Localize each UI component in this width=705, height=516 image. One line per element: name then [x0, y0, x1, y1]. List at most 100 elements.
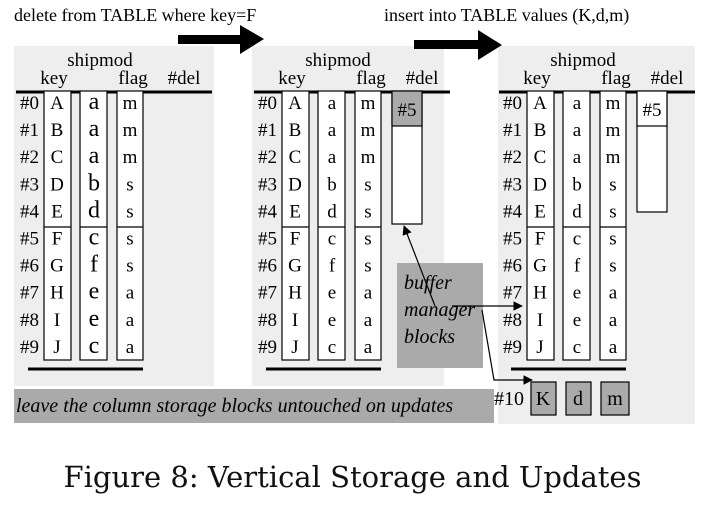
- cell-mid: a: [328, 93, 337, 114]
- row-id: #8: [503, 310, 522, 331]
- bottom-note-banner: [14, 389, 494, 423]
- row-id: #9: [20, 337, 39, 358]
- cell-flag: m: [606, 147, 621, 168]
- row-id: #0: [258, 93, 277, 114]
- cell-flag: a: [126, 310, 135, 331]
- cell-mid: e: [573, 283, 581, 304]
- row-id: #5: [20, 229, 39, 250]
- figure-caption: Figure 8: Vertical Storage and Updates: [63, 460, 642, 494]
- callout-line-3: blocks: [404, 326, 455, 348]
- cell-flag: m: [606, 120, 621, 141]
- row-id: #4: [20, 201, 40, 222]
- cell-flag: s: [364, 256, 371, 277]
- cell-flag: s: [364, 229, 371, 250]
- row-id: #6: [20, 256, 39, 277]
- column-block-mid: [562, 90, 591, 361]
- cell-key: C: [51, 147, 64, 168]
- header-flag: flag: [356, 68, 386, 89]
- cell-key: A: [288, 93, 302, 114]
- row-id: #5: [258, 229, 277, 250]
- buffer-manager-box: [397, 263, 483, 368]
- cell-key: I: [54, 310, 60, 331]
- cell-key: C: [534, 147, 547, 168]
- cell-mid: c: [328, 229, 336, 250]
- column-block-flag: [354, 90, 382, 361]
- cell-mid: b: [88, 170, 100, 196]
- row-id: #3: [20, 174, 39, 195]
- table-name: shipmod: [305, 50, 371, 71]
- bottom-note: leave the column storage blocks untouche…: [16, 395, 454, 417]
- table-name: shipmod: [550, 50, 616, 71]
- row-id: #4: [258, 201, 278, 222]
- cell-flag: a: [364, 283, 373, 304]
- callout-arrow-to-new-row: [481, 309, 533, 385]
- row-id: #0: [20, 93, 39, 114]
- column-block-flag: [599, 90, 627, 361]
- header-del: #del: [651, 68, 684, 89]
- row-id: #6: [503, 256, 522, 277]
- header-flag: flag: [601, 68, 631, 89]
- transition-arrow-2: [414, 30, 502, 60]
- cell-mid: e: [89, 306, 100, 332]
- cell-mid: a: [89, 89, 100, 115]
- del-marker-cell: [636, 90, 668, 127]
- new-row-cell-flag: [600, 381, 630, 416]
- cell-flag: m: [123, 93, 138, 114]
- cell-flag: m: [606, 93, 621, 114]
- cell-flag: s: [126, 201, 133, 222]
- column-block-key: [526, 90, 555, 361]
- cell-mid: e: [328, 310, 336, 331]
- cell-flag: s: [609, 174, 616, 195]
- new-row: #10 K d m: [494, 381, 630, 416]
- cell-mid: d: [327, 201, 337, 222]
- cell-key: J: [291, 337, 298, 358]
- row-id: #1: [20, 120, 39, 141]
- cell-mid: f: [90, 252, 98, 278]
- del-marker-cell: [391, 90, 423, 127]
- cell-mid: c: [573, 229, 581, 250]
- row-id: #2: [20, 147, 39, 168]
- cell-flag: a: [364, 310, 373, 331]
- column-block-flag: [116, 90, 144, 361]
- cell-flag: s: [126, 256, 133, 277]
- header-del: #del: [406, 68, 439, 89]
- cell-key: I: [537, 310, 543, 331]
- cell-flag: s: [126, 229, 133, 250]
- cell-flag: s: [609, 201, 616, 222]
- row-id: #2: [258, 147, 277, 168]
- cell-mid: d: [88, 197, 100, 223]
- cell-flag: m: [361, 120, 376, 141]
- row-id: #0: [503, 93, 522, 114]
- cell-key: E: [51, 201, 63, 222]
- cell-mid: e: [89, 279, 100, 305]
- row-id: #3: [503, 174, 522, 195]
- cell-mid: f: [329, 256, 336, 277]
- cell-mid: c: [89, 333, 100, 359]
- column-block-key: [281, 90, 310, 361]
- cell-key: H: [288, 283, 302, 304]
- column-block-key: [43, 90, 72, 361]
- row-id: #1: [258, 120, 277, 141]
- cell-key: D: [50, 174, 64, 195]
- cell-flag: s: [364, 174, 371, 195]
- callout-arrow-to-panel-2: [402, 225, 436, 307]
- cell-flag: s: [126, 174, 133, 195]
- cell-key: I: [292, 310, 298, 331]
- cell-key: G: [533, 256, 547, 277]
- callout-line-1: buffer: [404, 272, 452, 294]
- cell-key: C: [289, 147, 302, 168]
- cell-mid: a: [328, 147, 337, 168]
- cell-mid: a: [573, 120, 582, 141]
- cell-mid: a: [89, 143, 100, 169]
- cell-flag: m: [361, 147, 376, 168]
- row-id: #8: [258, 310, 277, 331]
- row-id: #5: [503, 229, 522, 250]
- row-id: #7: [20, 283, 39, 304]
- cell-key: A: [533, 93, 547, 114]
- row-id: #1: [503, 120, 522, 141]
- cell-key: A: [50, 93, 64, 114]
- cell-flag: a: [126, 283, 135, 304]
- new-row-cell-mid: [565, 381, 592, 416]
